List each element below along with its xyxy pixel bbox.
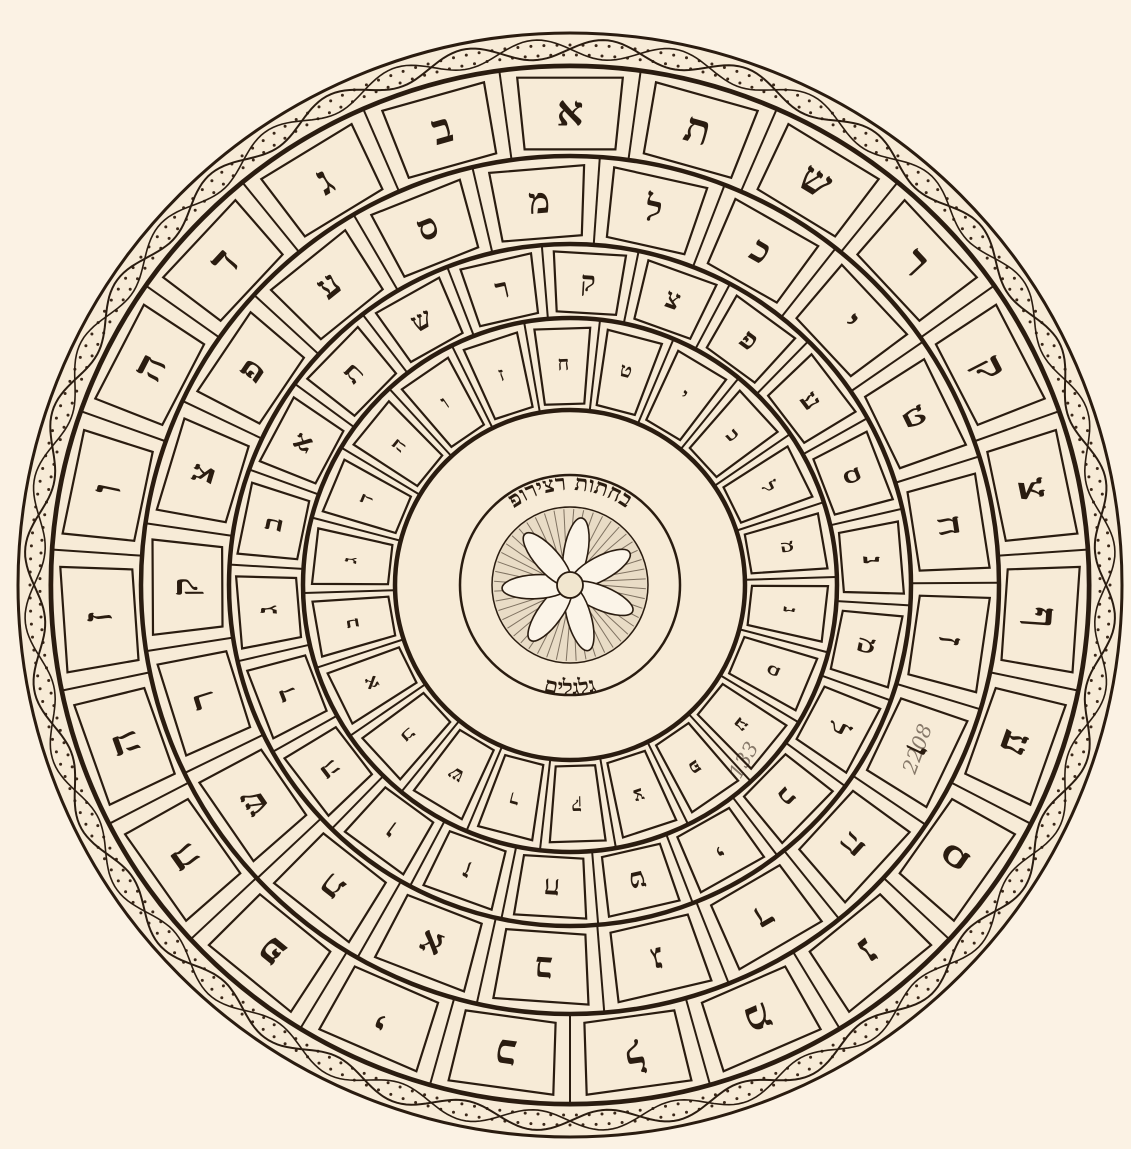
hebrew-letter: ב — [533, 948, 553, 991]
inscription-bottom: גלגלים — [542, 672, 599, 701]
hebrew-letter: ק — [580, 265, 597, 299]
hebrew-letter: ף — [1018, 605, 1068, 630]
hebrew-letter: ח — [543, 872, 562, 906]
hebrew-letter: ק — [164, 577, 206, 596]
hebrew-letter: ח — [557, 351, 570, 375]
hebrew-letter: מ — [527, 179, 552, 223]
hebrew-letter: א — [557, 87, 584, 136]
flower-center — [557, 572, 583, 598]
hebrew-letter: ק — [571, 795, 582, 819]
